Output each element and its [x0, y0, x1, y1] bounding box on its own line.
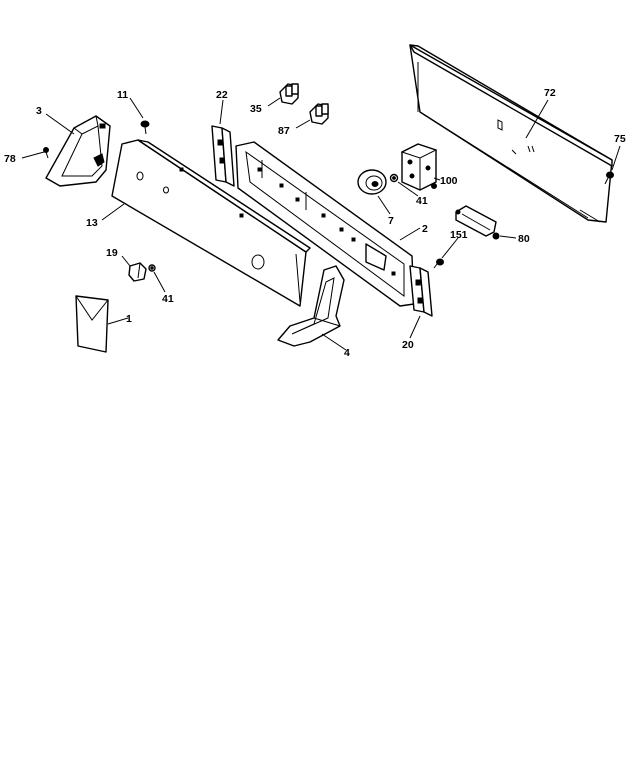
callout-35: 35 — [250, 103, 262, 115]
part-20-bracket — [409, 265, 433, 317]
part-7-timer-knob — [357, 169, 387, 195]
callout-78: 78 — [4, 153, 16, 165]
part-22-bracket — [211, 125, 235, 187]
part-78-screw — [43, 147, 49, 159]
callout-20: 20 — [402, 339, 414, 351]
callout-72: 72 — [544, 87, 556, 99]
part-35-clip — [279, 83, 299, 105]
part-4-end-cap — [277, 265, 345, 347]
callout-19: 19 — [106, 247, 118, 259]
callout-41-timer: 41 — [416, 195, 428, 207]
part-100-timer — [400, 143, 438, 191]
part-11-screw — [140, 120, 150, 135]
callout-80: 80 — [518, 233, 530, 245]
part-19-knob — [128, 262, 147, 282]
callout-11: 11 — [117, 89, 128, 101]
callout-2: 2 — [422, 223, 428, 235]
callout-7: 7 — [388, 215, 394, 227]
callout-151: 151 — [450, 229, 468, 241]
callout-3: 3 — [36, 105, 42, 117]
part-75-screw — [604, 171, 614, 185]
part-80-switch — [455, 205, 500, 240]
callout-13: 13 — [86, 217, 98, 229]
part-3-end-cap — [45, 115, 111, 187]
callout-labels: 3 78 11 13 22 35 87 19 41 1 4 20 2 7 41 … — [4, 87, 626, 359]
part-72-rear-panel — [409, 44, 613, 223]
part-41-clip-a — [148, 264, 156, 272]
callout-22: 22 — [216, 89, 228, 101]
callout-87: 87 — [278, 125, 290, 137]
callout-75: 75 — [614, 133, 626, 145]
leader-lines — [21, 97, 621, 351]
part-41-clip-b — [389, 173, 399, 183]
part-151-screw — [433, 258, 444, 269]
callout-41-knob: 41 — [162, 293, 174, 305]
part-87-clip — [309, 103, 329, 125]
part-2-control-panel-frame — [235, 141, 415, 307]
part-13-front-panel — [111, 139, 311, 307]
part-1-literature — [75, 295, 109, 353]
callout-1: 1 — [126, 313, 132, 325]
callout-4: 4 — [344, 347, 350, 359]
callout-100: 100 — [440, 175, 458, 187]
